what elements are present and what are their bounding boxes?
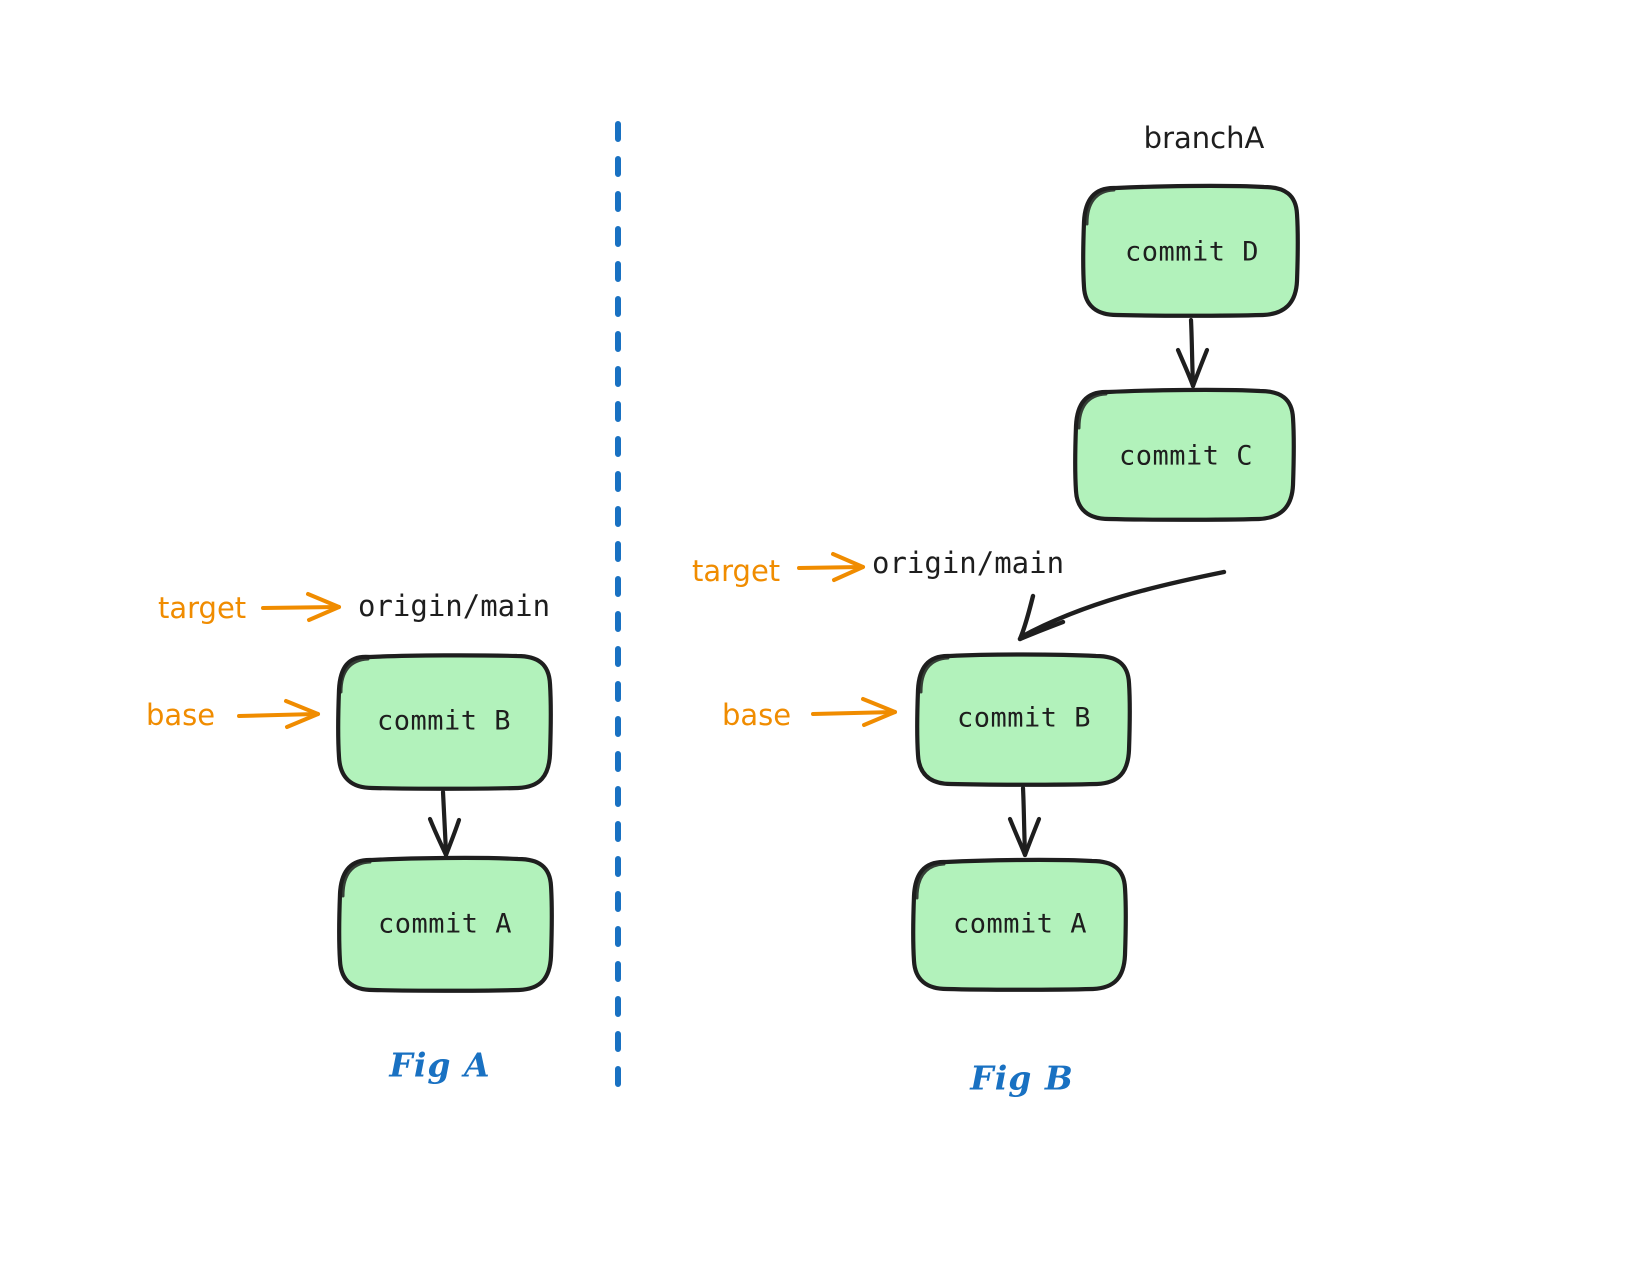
pointer-arrow-base-fig-b	[811, 697, 897, 727]
node-commit-b-fig-a[interactable]	[336, 653, 553, 791]
edge-commit-b-to-commit-a-fig-a	[427, 789, 462, 858]
node-commit-a-fig-a[interactable]	[337, 855, 554, 993]
ref-label-origin-main-fig-b: origin/main	[872, 546, 1065, 580]
node-commit-a-fig-b[interactable]	[911, 857, 1128, 992]
node-commit-b-fig-b[interactable]	[915, 652, 1132, 787]
pointer-label-target-fig-b: target	[692, 554, 781, 588]
pointer-arrow-base-fig-a	[237, 699, 320, 729]
edge-commit-d-to-commit-c-fig-b	[1175, 317, 1210, 389]
pointer-arrow-target-fig-a	[261, 592, 341, 622]
ref-label-origin-main-fig-a: origin/main	[358, 589, 551, 623]
pointer-label-base-fig-b: base	[722, 698, 792, 732]
node-commit-c-fig-b[interactable]	[1073, 387, 1296, 522]
pointer-arrow-target-fig-b	[797, 552, 865, 582]
branch-label-branch-a: branchA	[1143, 121, 1265, 155]
edge-commit-b-to-commit-a-fig-b	[1007, 785, 1042, 858]
figure-caption-fig-b: Fig B	[970, 1058, 1074, 1098]
pointer-label-target-fig-a: target	[158, 591, 247, 625]
pointer-label-base-fig-a: base	[146, 698, 216, 732]
node-commit-d-fig-b[interactable]	[1081, 183, 1300, 318]
edge-commit-c-to-commit-b-fig-b	[1017, 569, 1227, 642]
figure-caption-fig-a: Fig A	[389, 1045, 491, 1085]
